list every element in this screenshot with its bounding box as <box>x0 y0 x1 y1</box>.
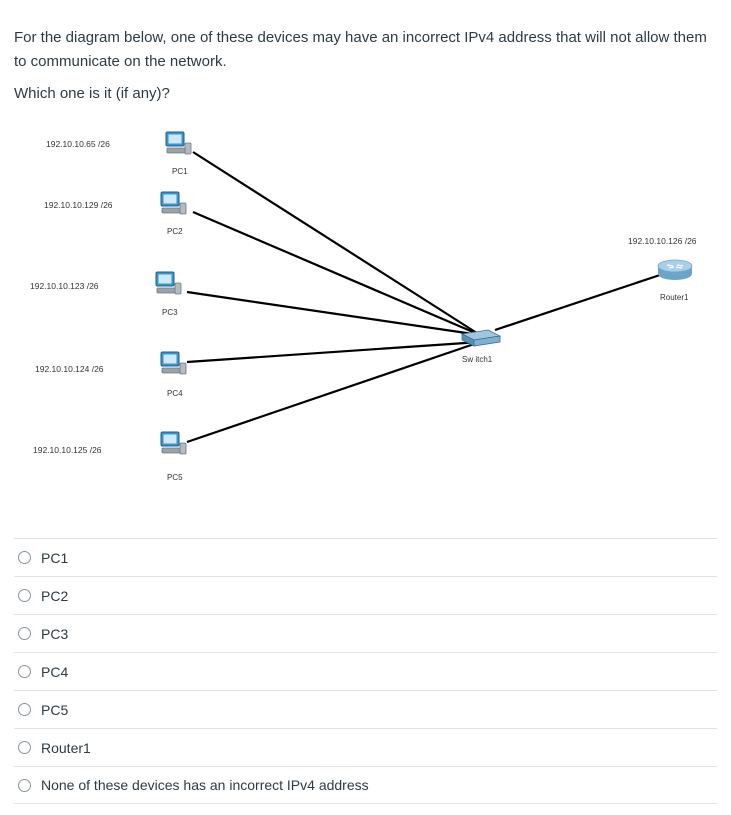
link-pc2-switch1 <box>192 210 481 337</box>
network-diagram: 192.10.10.65 /26 192.10.10.129 /26 192.1… <box>30 131 697 482</box>
links <box>186 151 661 444</box>
answer-option-pc1[interactable]: PC1 <box>14 538 717 576</box>
answer-label: PC4 <box>41 663 69 680</box>
pc1-icon[interactable] <box>165 131 192 155</box>
question-prompt: For the diagram below, one of these devi… <box>14 29 707 70</box>
link-pc3-switch1 <box>186 290 481 337</box>
answer-option-pc2[interactable]: PC2 <box>14 576 717 614</box>
radio-button[interactable] <box>18 778 31 792</box>
link-pc1-switch1 <box>192 151 481 336</box>
pc1-name-label: PC1 <box>172 167 188 176</box>
pc4-icon[interactable] <box>160 351 187 375</box>
pc4-ip-label: 192.10.10.124 /26 <box>35 364 104 374</box>
radio-button[interactable] <box>18 741 31 754</box>
switch-icon[interactable] <box>460 329 502 347</box>
radio-button[interactable] <box>18 589 31 602</box>
pc4-name-label: PC4 <box>167 389 183 398</box>
pc5-icon[interactable] <box>160 431 187 455</box>
pc2-name-label: PC2 <box>167 227 183 236</box>
radio-button[interactable] <box>18 627 31 640</box>
radio-button[interactable] <box>18 703 31 716</box>
router-icon[interactable] <box>657 259 693 280</box>
pc2-icon[interactable] <box>160 191 187 215</box>
router1-name-label: Router1 <box>660 293 689 302</box>
answer-label: None of these devices has an incorrect I… <box>41 777 369 793</box>
answer-label: PC3 <box>41 625 69 642</box>
link-pc4-switch1 <box>186 340 481 364</box>
pc3-icon[interactable] <box>155 271 182 295</box>
answer-label: PC2 <box>41 587 69 604</box>
router1-ip-label: 192.10.10.126 /26 <box>628 236 697 246</box>
question-ask: Which one is it (if any)? <box>14 85 170 102</box>
pc5-name-label: PC5 <box>167 473 183 482</box>
pc1-ip-label: 192.10.10.65 /26 <box>46 139 110 149</box>
radio-button[interactable] <box>18 665 31 678</box>
link-pc5-switch1 <box>186 340 481 444</box>
link-switch1-router1 <box>494 273 661 332</box>
switch1-name-label: Sw itch1 <box>462 355 493 364</box>
answer-option-pc5[interactable]: PC5 <box>14 690 717 728</box>
pc5-ip-label: 192.10.10.125 /26 <box>33 445 102 455</box>
answer-option-pc3[interactable]: PC3 <box>14 614 717 652</box>
answer-list: PC1 PC2 PC3 PC4 PC5 Router1 None of thes… <box>14 538 717 804</box>
pc2-ip-label: 192.10.10.129 /26 <box>44 200 113 210</box>
answer-label: PC1 <box>41 549 69 566</box>
answer-label: Router1 <box>41 739 91 756</box>
radio-button[interactable] <box>18 551 31 564</box>
answer-option-none[interactable]: None of these devices has an incorrect I… <box>14 766 717 804</box>
pc3-ip-label: 192.10.10.123 /26 <box>30 281 99 291</box>
pc3-name-label: PC3 <box>162 308 178 317</box>
answer-option-router1[interactable]: Router1 <box>14 728 717 766</box>
answer-label: PC5 <box>41 701 69 718</box>
answer-option-pc4[interactable]: PC4 <box>14 652 717 690</box>
question-text: For the diagram below, one of these devi… <box>14 26 714 106</box>
